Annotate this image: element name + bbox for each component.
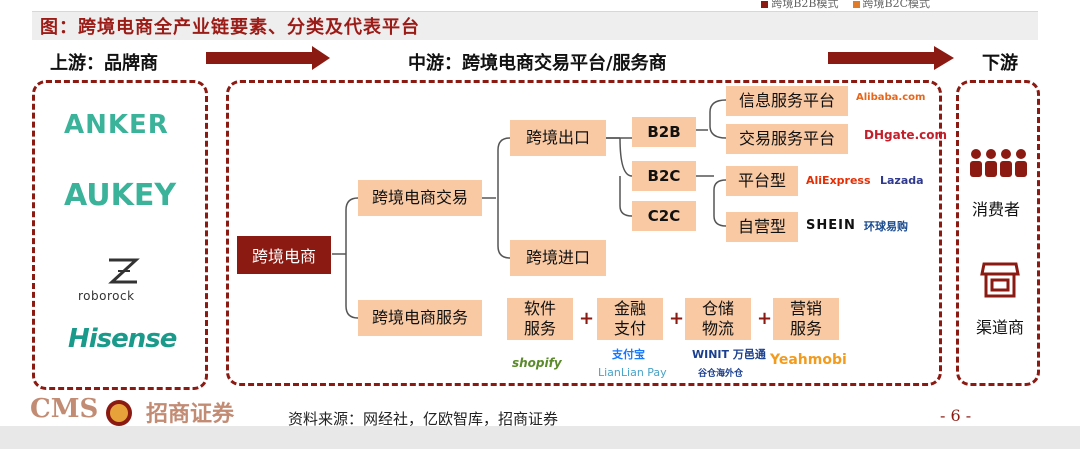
node-finance-payment: 金融支付 [597,298,663,340]
node-software-service: 软件服务 [507,298,573,340]
dhgate-logo: DHgate.com [864,128,947,142]
alibaba-logo: Alibaba.com [856,92,926,103]
legend-item-b2c: 跨境B2C模式 [852,0,930,11]
footer-band [0,426,1080,449]
source-note: 资料来源：网经社，亿欧智库，招商证券 [288,410,559,428]
consumers-icon [970,149,1027,177]
shein-logo: SHEIN [806,218,856,233]
service-label: 软件服务 [523,299,556,338]
goodcang-logo: 谷仓海外仓 [698,369,744,379]
downstream-panel [956,80,1040,386]
store-icon [980,262,1020,298]
node-deal-platform: 交易服务平台 [726,124,848,154]
legend-item-b2b: 跨境B2B模式 [761,0,839,11]
cms-brand-name: 招商证券 [146,401,235,427]
brand-hisense-logo: Hisense [68,324,177,354]
alipay-logo: 支付宝 [612,348,645,361]
title-bar [32,11,1038,40]
legend-swatch [761,0,769,8]
node-b2c: B2C [632,161,696,191]
shopify-logo: shopify [512,356,562,370]
node-self-operated: 自营型 [726,212,798,242]
service-label: 仓储物流 [701,299,734,338]
plus-icon: + [757,308,773,329]
node-export: 跨境出口 [510,120,606,156]
brand-anker-logo: ANKER [64,110,169,140]
plus-icon: + [669,308,685,329]
cms-emblem-icon [106,400,132,426]
arrow-up-to-mid [206,46,330,70]
stage-downstream: 下游 [982,53,1018,74]
lianlianpay-logo: LianLian Pay [598,366,667,379]
plus-icon: + [579,308,595,329]
node-platform-type: 平台型 [726,166,798,196]
aliexpress-logo: AliExpress [806,174,871,187]
brand-roborock-logo: roborock [78,289,135,303]
yeahmobi-logo: Yeahmobi [770,352,847,368]
cms-logo: CMS [30,394,99,424]
node-info-platform: 信息服务平台 [726,86,848,116]
stage-upstream: 上游：品牌商 [50,53,158,74]
globalegrow-logo: 环球易购 [864,220,908,233]
service-label: 金融支付 [613,299,646,338]
roborock-icon [108,258,140,284]
node-marketing-service: 营销服务 [773,298,839,340]
page-number: - 6 - [940,406,972,425]
downstream-channels: 渠道商 [976,318,1025,337]
midstream-panel [226,80,942,386]
service-label: 营销服务 [789,299,822,338]
figure-title: 图：跨境电商全产业链要素、分类及代表平台 [40,17,420,38]
node-root: 跨境电商 [237,236,331,274]
winit-logo: WINIT 万邑通 [692,348,766,361]
arrow-mid-to-down [828,46,954,70]
node-service: 跨境电商服务 [358,300,482,336]
brand-aukey-logo: AUKEY [64,178,177,213]
node-b2b: B2B [632,117,696,147]
upstream-panel [32,80,208,390]
node-warehouse-logistics: 仓储物流 [685,298,751,340]
downstream-consumers: 消费者 [972,200,1021,219]
legend-swatch [852,0,860,8]
node-c2c: C2C [632,201,696,231]
node-trade: 跨境电商交易 [358,180,482,216]
node-import: 跨境进口 [510,240,606,276]
stage-midstream: 中游：跨境电商交易平台/服务商 [408,53,667,74]
lazada-logo: Lazada [880,174,924,187]
legend: 跨境B2B模式 跨境B2C模式 [761,0,930,11]
